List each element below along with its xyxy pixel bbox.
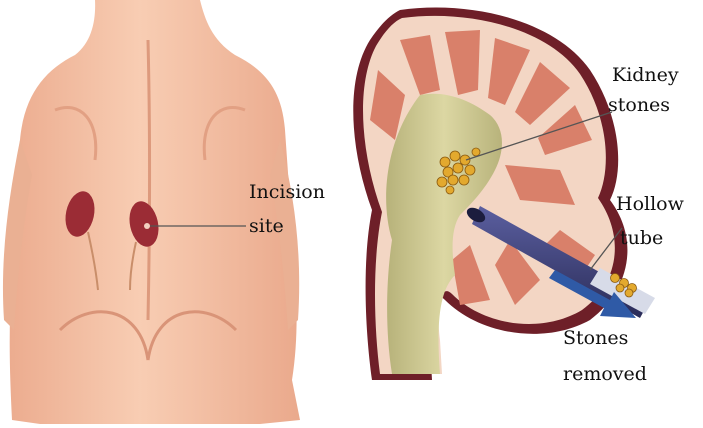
incision-site-label-line1: Incision [249, 180, 325, 204]
incision-marker [144, 223, 150, 229]
kidney-stones-label-line2: stones [608, 93, 670, 117]
hollow-tube-label-line1: Hollow [616, 192, 684, 216]
hollow-tube-label-line2: tube [620, 226, 663, 250]
stones-removed-label-line1: Stones [563, 326, 628, 350]
incision-site-label-line2: site [249, 214, 284, 238]
stones-removed-label-line2: removed [563, 362, 647, 386]
torso [10, 0, 300, 424]
human-back-figure [3, 0, 300, 424]
kidney-stones-label-line1: Kidney [612, 63, 679, 87]
kidney-cross-section [353, 8, 627, 381]
spine-line [148, 40, 150, 320]
